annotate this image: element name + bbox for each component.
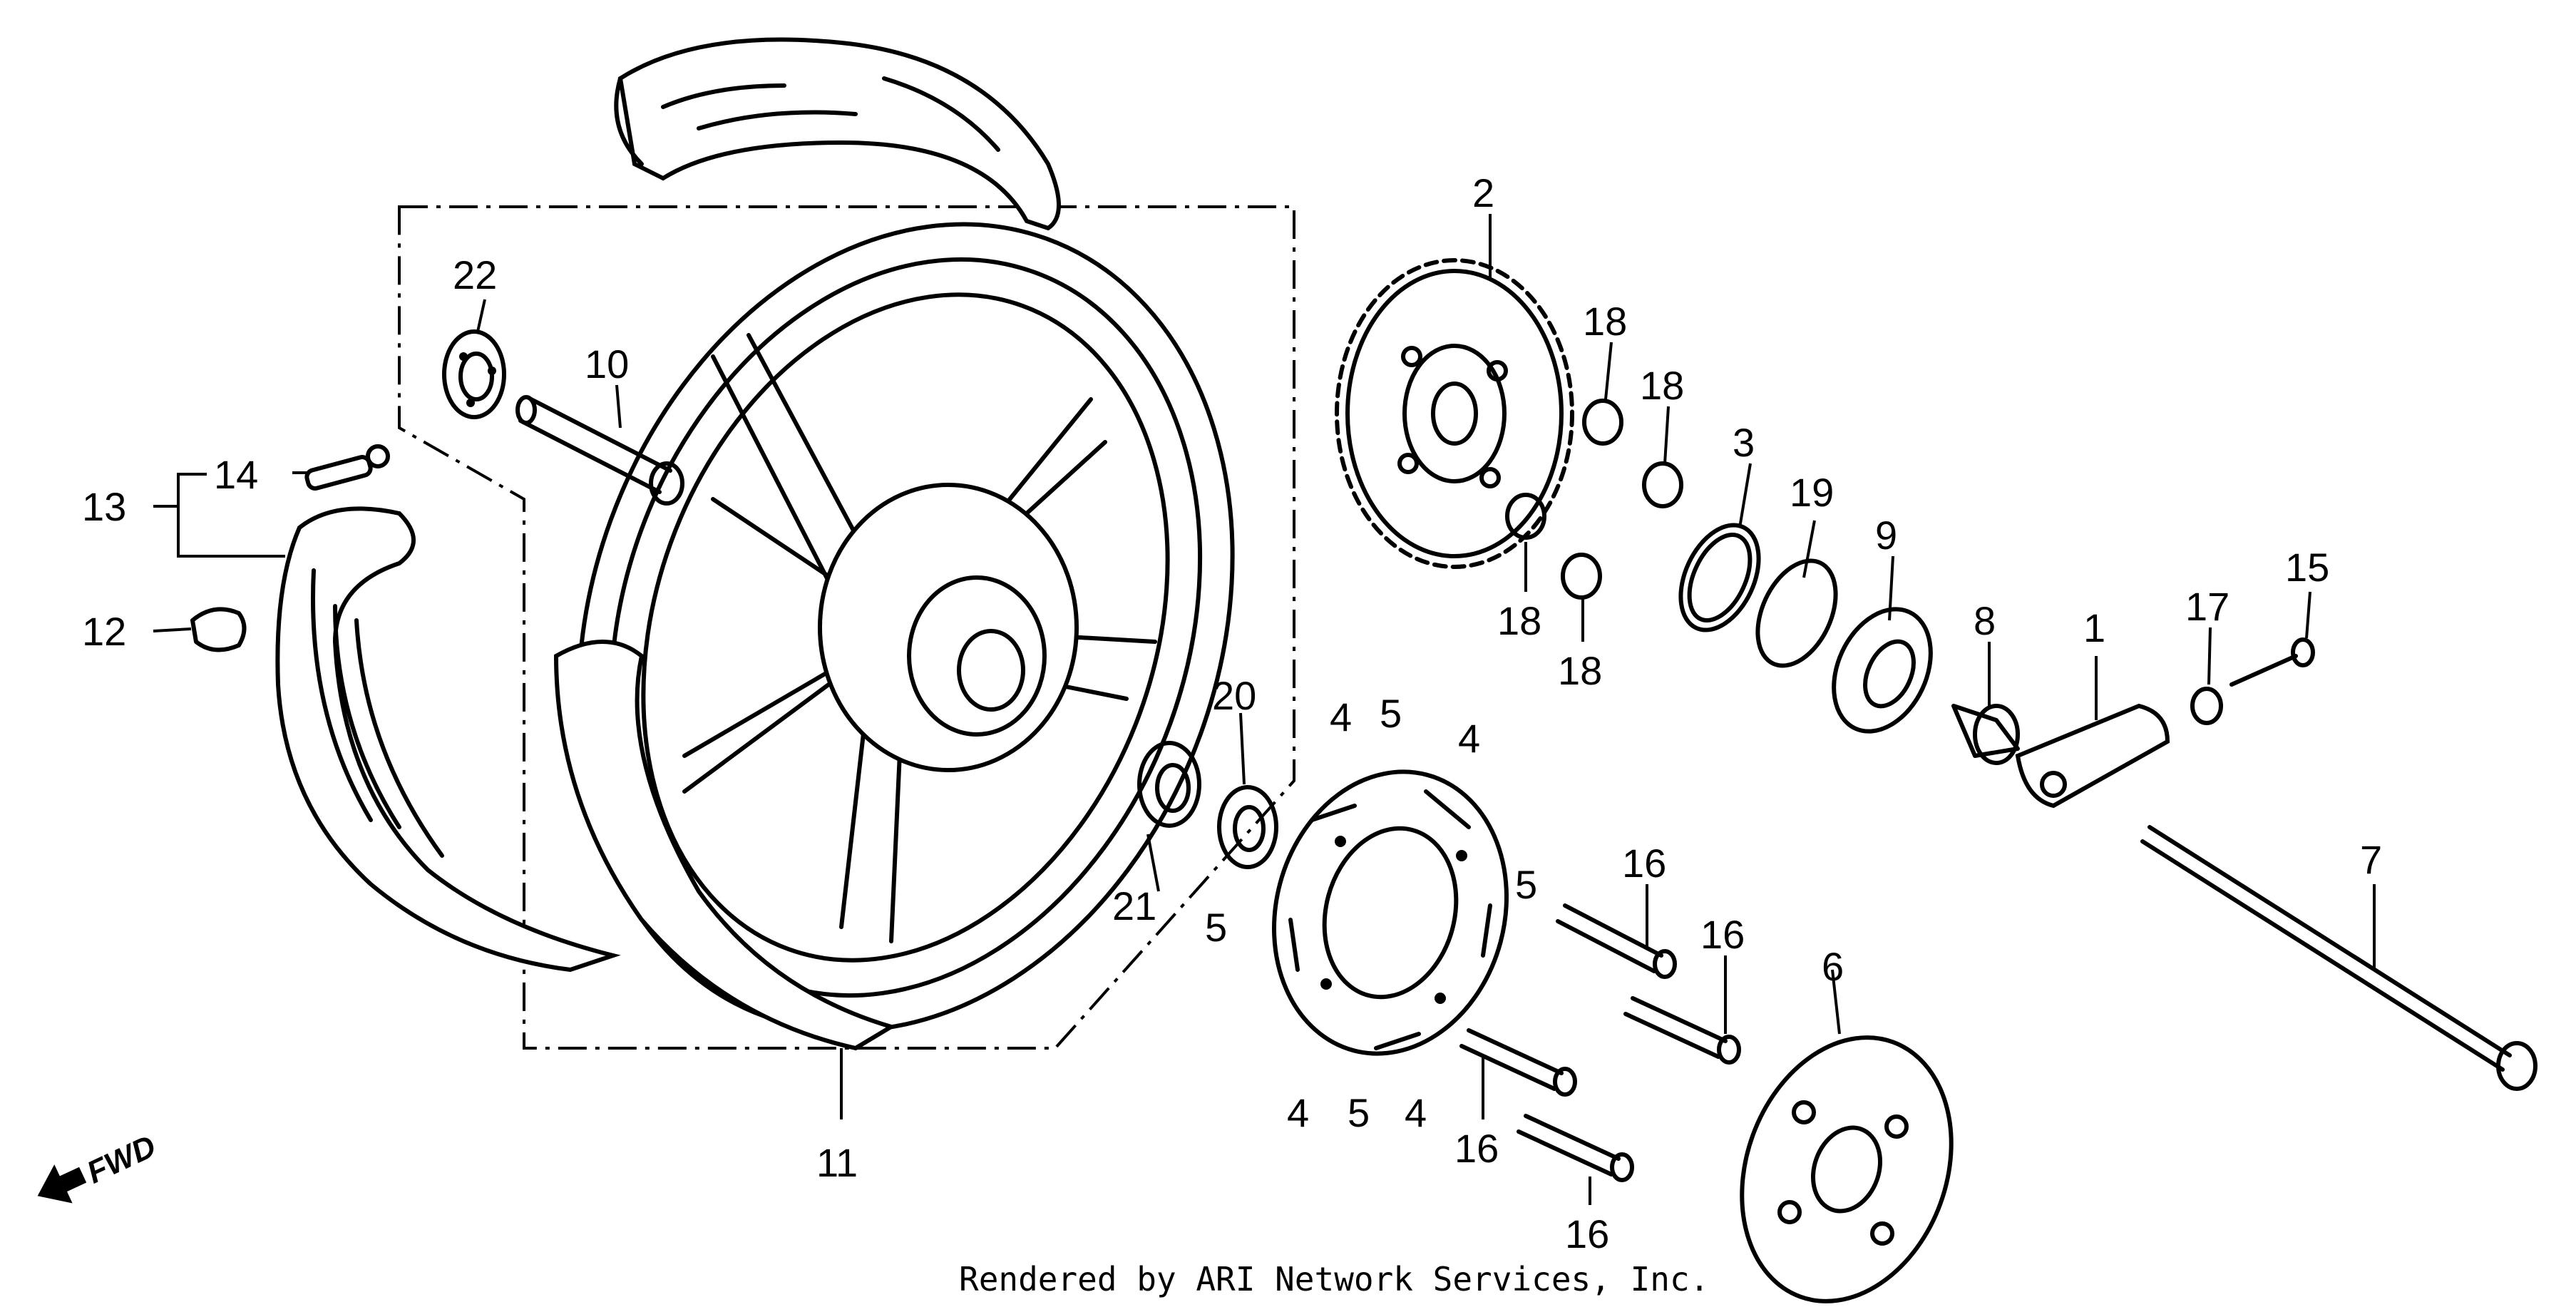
callout-5d: 5 [1348, 1090, 1370, 1135]
plate-6 [1740, 1035, 1954, 1303]
callout-2: 2 [1472, 170, 1494, 215]
callout-8: 8 [1974, 598, 1996, 643]
callout-7: 7 [2360, 837, 2382, 882]
callout-4c: 4 [1287, 1090, 1309, 1135]
callout-9: 9 [1875, 513, 1897, 558]
adjuster-1 [2015, 703, 2170, 809]
callout-18a: 18 [1583, 299, 1627, 344]
callout-4b: 4 [1458, 716, 1480, 761]
collar-8 [1951, 704, 2020, 765]
callout-4d: 4 [1405, 1090, 1427, 1135]
callout-20: 20 [1212, 673, 1256, 718]
damper-rubbers [1272, 769, 1509, 1056]
callout-12: 12 [82, 609, 126, 654]
callout-17: 17 [2185, 584, 2229, 629]
callout-18d: 18 [1558, 648, 1602, 693]
callout-5c: 5 [1205, 905, 1227, 950]
callout-labels: 1 2 3 4 4 4 4 5 5 5 5 6 7 8 9 10 11 12 1… [82, 170, 2382, 1256]
circlip-19 [1755, 558, 1838, 668]
callout-16c: 16 [1454, 1126, 1499, 1171]
callout-16a: 16 [1622, 841, 1666, 886]
callout-4a: 4 [1330, 694, 1352, 739]
callout-15: 15 [2285, 545, 2329, 590]
nut-17 [2190, 687, 2223, 725]
tire-lower-section [275, 506, 621, 973]
callout-1: 1 [2083, 605, 2105, 650]
callout-6: 6 [1822, 944, 1844, 989]
seal-9 [1832, 607, 1933, 734]
valve-cap-12 [190, 607, 247, 652]
callout-13: 13 [82, 484, 126, 529]
callout-11: 11 [816, 1140, 858, 1185]
fwd-label: FWD [81, 1129, 161, 1191]
callout-18c: 18 [1497, 598, 1541, 643]
callout-5b: 5 [1515, 862, 1537, 907]
footer-credit: Rendered by ARI Network Services, Inc. [959, 1260, 1709, 1298]
forward-direction-arrow: FWD [37, 1129, 161, 1204]
seal-20 [1217, 785, 1278, 869]
o-ring-3 [1678, 523, 1761, 632]
valve-14 [304, 444, 390, 491]
callout-19: 19 [1790, 470, 1834, 515]
cast-wheel [553, 222, 1235, 1051]
sprocket-2 [1335, 258, 1574, 569]
callout-16d: 16 [1565, 1211, 1609, 1256]
collar-10 [515, 395, 684, 506]
callout-22: 22 [453, 252, 497, 297]
callout-14: 14 [214, 452, 258, 497]
callout-16b: 16 [1700, 912, 1745, 957]
callout-18b: 18 [1640, 363, 1684, 408]
bearing-22 [442, 329, 506, 419]
nuts-18 [1505, 399, 1683, 600]
bearing-21 [1137, 741, 1201, 828]
callout-10: 10 [585, 342, 629, 386]
callout-5a: 5 [1380, 691, 1402, 736]
axle-7 [2140, 825, 2537, 1091]
callout-21: 21 [1112, 883, 1156, 928]
studs-16 [1459, 903, 1741, 1182]
callout-3: 3 [1733, 420, 1755, 465]
bolt-15 [2229, 637, 2315, 687]
leader-lines [153, 214, 2376, 1205]
tire-upper-section [614, 37, 1061, 231]
